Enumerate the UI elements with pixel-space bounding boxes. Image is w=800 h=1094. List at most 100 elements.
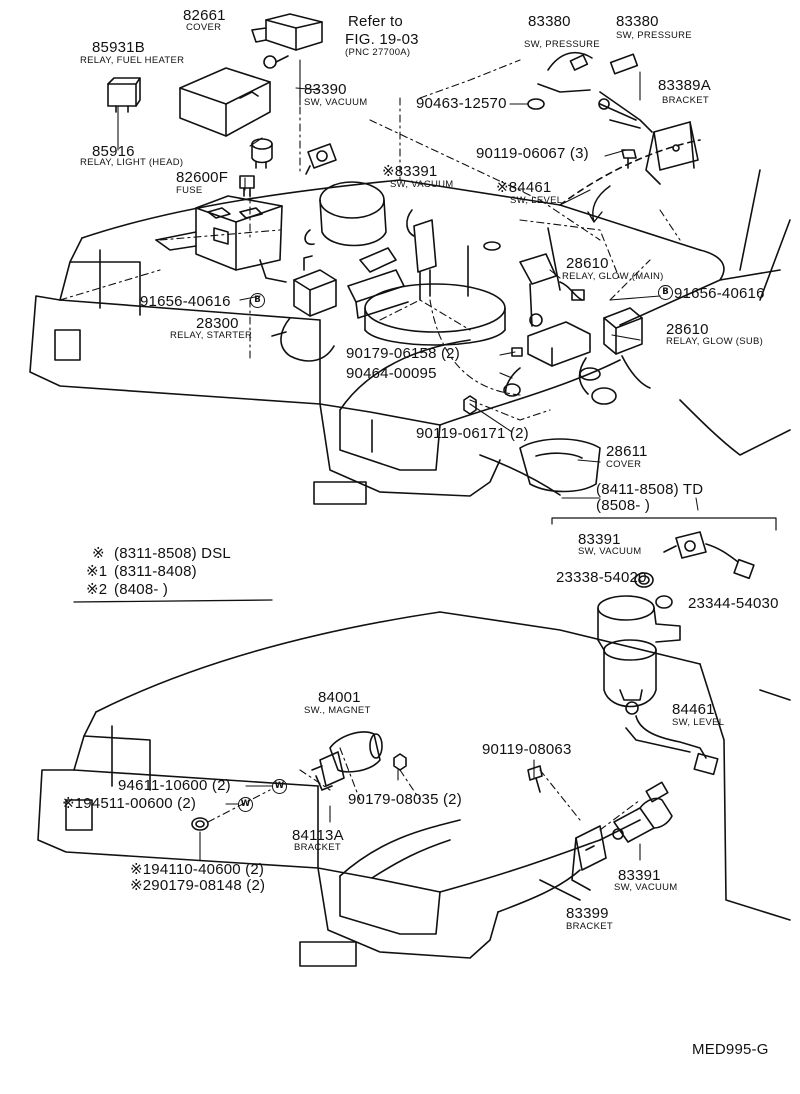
headlight-relay — [251, 138, 273, 169]
refer-line2: FIG. 19-03 — [345, 31, 419, 48]
level-switch-84461-top — [519, 253, 585, 327]
glow-relay-sub — [578, 307, 651, 405]
label-83380b-part: 83380 — [616, 13, 659, 30]
vacuum-switch-83391-top — [406, 209, 437, 301]
pressure-switches-top-right — [537, 51, 653, 133]
vacuum-pump-assembly — [304, 181, 409, 319]
label-84001-part: 84001 — [318, 689, 361, 706]
label-83380a-name: SW, PRESSURE — [524, 39, 600, 50]
label-84461-td-part: 84461 — [672, 701, 715, 718]
legend-row-1: ※ (8311-8508) DSL — [92, 546, 231, 561]
magnet-switch-84001 — [311, 731, 383, 791]
label-82661-part: 82661 — [183, 7, 226, 24]
label-23338: 23338-54020 — [556, 569, 647, 586]
label-84461-top-name: SW, LEVEL — [510, 195, 563, 206]
label-28300-part: 28300 — [196, 315, 239, 332]
td-level-switch-wire — [625, 715, 719, 776]
hose-clamp-90463 — [527, 98, 545, 110]
label-91656-left: 91656-40616 — [140, 293, 231, 310]
washer-mark-w-1: W — [272, 779, 287, 794]
label-82600f-name: FUSE — [176, 185, 203, 196]
label-90119-08063: 90119-08063 — [482, 741, 572, 758]
label-84461-top-part: ※84461 — [496, 179, 552, 196]
label-84461-td-name: SW, LEVEL — [672, 717, 725, 728]
bolt-90119-08063 — [527, 765, 543, 793]
label-84113a-name: BRACKET — [294, 842, 341, 853]
label-85916-part: 85916 — [92, 143, 135, 160]
bolt-90119-06171 — [463, 395, 477, 415]
label-83380b-name: SW, PRESSURE — [616, 30, 692, 41]
bracket-83389a — [645, 121, 699, 185]
label-83391-bottom-part: 83391 — [618, 867, 661, 884]
legend-mark-3: ※2 — [86, 581, 108, 598]
label-90119-06067: 90119-06067 (3) — [476, 145, 589, 162]
lower-callout-lines — [199, 759, 641, 861]
legend-text-3: (8408- ) — [114, 581, 169, 598]
label-83399-name: BRACKET — [566, 921, 613, 932]
diagram-code: MED995-G — [692, 1041, 769, 1058]
label-83390-name: SW, VACUUM — [304, 97, 368, 108]
label-28611-name: COVER — [606, 459, 642, 470]
vacuum-switch-83391-bottom — [612, 781, 673, 843]
pressure-switch-connector — [251, 13, 323, 69]
refer-line3: (PNC 27700A) — [345, 47, 411, 58]
bolt-90119-06067 — [621, 149, 637, 169]
legend-mark-2: ※1 — [86, 563, 108, 580]
label-83380a-part: 83380 — [528, 13, 571, 30]
label-85916-name: RELAY, LIGHT (HEAD) — [80, 157, 184, 168]
label-83391-bottom-name: SW, VACUUM — [614, 882, 678, 893]
label-94611: 94611-10600 (2) — [118, 777, 231, 794]
washer-mark-w-2: W — [238, 797, 253, 812]
label-90179-08035: 90179-08035 (2) — [348, 791, 462, 808]
td-o-rings — [634, 572, 673, 609]
label-83389a-name: BRACKET — [662, 95, 709, 106]
label-83391-td-name: SW, VACUUM — [578, 546, 642, 557]
glow-relay-main — [503, 321, 591, 397]
label-90119-06171: 90119-06171 (2) — [416, 425, 529, 442]
label-28611-part: 28611 — [606, 443, 648, 460]
label-90463: 90463-12570 — [416, 95, 507, 112]
td-range-line2: (8508- ) — [596, 497, 651, 514]
lower-vehicle-body — [37, 611, 791, 967]
relay-cover-28611 — [519, 438, 601, 493]
label-28610-main-part: 28610 — [566, 255, 609, 272]
label-91656-right: 91656-40616 — [674, 285, 765, 302]
relay-cover — [179, 67, 271, 137]
fuel-heater-relay — [107, 77, 141, 113]
fuse-relay-block — [155, 195, 287, 283]
label-290179: ※290179-08148 (2) — [130, 877, 266, 894]
legend-text-2: (8311-8408) — [114, 563, 197, 580]
legend-mark-1: ※ — [92, 545, 105, 562]
label-83391-top-part: ※83391 — [382, 163, 438, 180]
td-bracket-leader — [561, 497, 699, 511]
label-83391-td-part: 83391 — [578, 531, 621, 548]
bolt-mark-b-left: B — [250, 293, 265, 308]
label-85931b-part: 85931B — [92, 39, 145, 56]
label-84113a-part: 84113A — [292, 827, 344, 844]
nut-194110 — [191, 817, 209, 831]
label-23344: 23344-54030 — [688, 595, 779, 612]
upper-vehicle-body — [29, 139, 791, 505]
vacuum-switch-83390 — [305, 143, 337, 175]
label-83390-part: 83390 — [304, 81, 347, 98]
label-82600f-part: 82600F — [176, 169, 229, 186]
label-28610-sub-name: RELAY, GLOW (SUB) — [666, 336, 764, 347]
legend-underline — [73, 599, 273, 603]
starter-relay — [271, 255, 337, 362]
label-83391-top-name: SW, VACUUM — [390, 179, 454, 190]
label-28610-sub-part: 28610 — [666, 321, 709, 338]
direction-arrow — [587, 185, 611, 223]
legend-row-2: ※1 (8311-8408) — [86, 564, 197, 579]
label-194511: ※194511-00600 (2) — [62, 795, 197, 812]
label-85931b-name: RELAY, FUEL HEATER — [80, 55, 185, 66]
label-28300-name: RELAY, STARTER — [170, 330, 253, 341]
label-194110: ※194110-40600 (2) — [130, 861, 265, 878]
label-83399-part: 83399 — [566, 905, 609, 922]
label-28610-main-name: RELAY, GLOW (MAIN) — [562, 271, 664, 282]
legend-text-1: (8311-8508) DSL — [114, 545, 231, 562]
td-bracket — [551, 517, 777, 531]
upper-leader-lines — [59, 59, 681, 421]
label-90464: 90464-00095 — [346, 365, 437, 382]
